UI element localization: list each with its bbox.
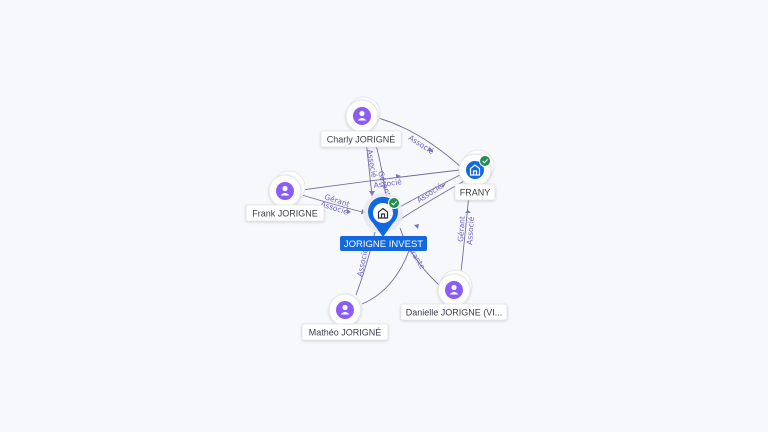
node-label-matheo: Mathéo JORIGNÉ bbox=[309, 328, 382, 338]
edge-danielle-frany bbox=[460, 193, 470, 273]
arrowhead bbox=[428, 147, 433, 152]
edge-label: Associé bbox=[355, 247, 370, 277]
node-matheo[interactable]: Mathéo JORIGNÉ bbox=[301, 293, 389, 341]
building-icon bbox=[377, 207, 389, 219]
verified-check-icon bbox=[479, 155, 491, 167]
node-label-frank: Frank JORIGNE bbox=[252, 209, 318, 219]
node-label-main: JORIGNE INVEST bbox=[344, 239, 423, 250]
edge-matheo-main-2 bbox=[361, 247, 411, 305]
person-icon-body bbox=[449, 292, 459, 295]
edge-label: Associé bbox=[373, 177, 403, 190]
arrowhead bbox=[414, 224, 419, 229]
edge-frank-frany bbox=[301, 169, 461, 191]
node-label-box bbox=[454, 183, 496, 201]
check-mark bbox=[391, 200, 398, 206]
person-icon-head bbox=[451, 284, 457, 291]
arrowhead bbox=[441, 183, 446, 188]
check-mark bbox=[482, 158, 489, 164]
node-label-box bbox=[245, 204, 325, 222]
arrowhead bbox=[347, 209, 351, 214]
edges bbox=[301, 117, 470, 305]
node-main[interactable]: JORIGNE INVEST bbox=[340, 193, 427, 251]
arrowhead bbox=[369, 191, 375, 196]
person-icon-body bbox=[340, 312, 350, 315]
person-icon-head bbox=[282, 185, 288, 192]
node-charly[interactable]: Charly JORIGNÉ bbox=[320, 96, 402, 148]
node-label-danielle: Danielle JORIGNE (VI... bbox=[406, 308, 503, 318]
edge-label: Associé bbox=[407, 133, 436, 156]
node-label-charly: Charly JORIGNÉ bbox=[327, 135, 396, 145]
node-label-frany: FRANY bbox=[460, 188, 491, 198]
building-icon bbox=[469, 164, 481, 176]
edge-frank-main bbox=[301, 194, 367, 214]
person-icon-body bbox=[357, 118, 367, 121]
node-label-box bbox=[320, 130, 402, 148]
node-frany[interactable]: FRANY bbox=[454, 149, 496, 201]
arrowhead bbox=[465, 210, 471, 213]
verified-check-icon bbox=[388, 197, 400, 209]
node-danielle[interactable]: Danielle JORIGNE (VI... bbox=[400, 269, 508, 321]
node-label-box bbox=[301, 323, 389, 341]
edge-label: Gérant bbox=[456, 216, 467, 242]
main-label-box bbox=[340, 236, 427, 251]
person-icon-body bbox=[280, 193, 290, 196]
person-icon-head bbox=[359, 110, 365, 117]
edge-main-frany bbox=[397, 173, 463, 209]
node-label-box bbox=[400, 303, 508, 321]
person-icon-head bbox=[342, 304, 348, 311]
arrowhead bbox=[396, 174, 401, 178]
node-frank[interactable]: Frank JORIGNE bbox=[245, 170, 325, 222]
edge-label: Associé bbox=[465, 216, 476, 245]
edge-danielle-main bbox=[399, 227, 441, 287]
edge-charly-frany bbox=[377, 117, 463, 169]
